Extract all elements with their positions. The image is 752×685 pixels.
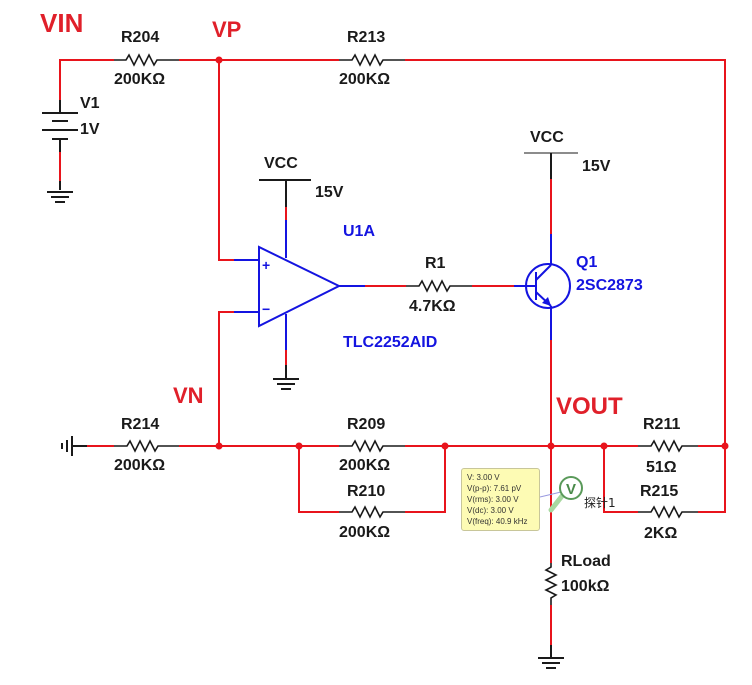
r215-name: R215 <box>640 483 678 500</box>
r209-value: 200KΩ <box>339 457 390 474</box>
opamp-vcc-value: 15V <box>315 184 344 201</box>
opamp-vcc-name: VCC <box>264 155 298 172</box>
r204-value: 200KΩ <box>114 71 165 88</box>
wire-r215-left[interactable] <box>603 446 638 513</box>
resistor-r211[interactable] <box>638 439 698 453</box>
resistor-rload[interactable] <box>544 563 558 605</box>
r210-name: R210 <box>347 483 385 500</box>
net-label-vn[interactable]: VN <box>173 383 204 408</box>
junction-vp <box>215 56 223 64</box>
r211-value: 51Ω <box>646 459 677 476</box>
ground-icon <box>538 657 564 669</box>
resistor-r204[interactable] <box>114 53 179 67</box>
probe-leader-line <box>539 491 562 498</box>
resistor-r210[interactable] <box>339 505 405 519</box>
wire-r210-left[interactable] <box>298 446 339 513</box>
battery-v1[interactable] <box>42 100 78 190</box>
probe-reading-vrms: V(rms): 3.00 V <box>467 495 519 504</box>
opamp-ref: U1A <box>343 223 375 240</box>
transistor-q1[interactable] <box>514 263 571 340</box>
opamp-part: TLC2252AID <box>343 334 437 351</box>
probe-reading-vpp: V(p-p): 7.61 pV <box>467 484 522 493</box>
wire-vn[interactable] <box>218 311 234 446</box>
net-label-vp[interactable]: VP <box>212 17 241 42</box>
net-label-vout[interactable]: VOUT <box>556 393 623 420</box>
r215-value: 2KΩ <box>644 525 677 542</box>
v1-name: V1 <box>80 95 100 112</box>
wire-r215-right[interactable] <box>698 446 726 513</box>
rload-value: 100kΩ <box>561 578 610 595</box>
junction-r209-right <box>441 442 449 450</box>
r211-name: R211 <box>643 416 680 433</box>
r214-value: 200KΩ <box>114 457 165 474</box>
r1-value: 4.7KΩ <box>409 298 456 315</box>
ground-icon <box>61 436 73 456</box>
probe-reading-vfreq: V(freq): 40.9 kHz <box>467 517 528 526</box>
v1-value: 1V <box>80 121 100 138</box>
transistor-part: 2SC2873 <box>576 277 643 294</box>
r209-name: R209 <box>347 416 385 433</box>
net-label-vin[interactable]: VIN <box>40 8 83 38</box>
opamp-vcc-supply[interactable] <box>259 179 311 258</box>
probe-reading-vdc: V(dc): 3.00 V <box>467 506 514 515</box>
r204-name: R204 <box>121 29 159 46</box>
probe-reading-v: V: 3.00 V <box>467 473 500 482</box>
resistor-r1[interactable] <box>406 279 472 293</box>
probe-icon-glyph: V <box>566 481 576 498</box>
r214-name: R214 <box>121 416 159 433</box>
transistor-vcc-supply[interactable] <box>524 152 578 265</box>
resistor-r213[interactable] <box>339 53 405 67</box>
rload-name: RLoad <box>561 553 611 570</box>
ground-icon <box>47 191 73 203</box>
transistor-vcc-value: 15V <box>582 158 611 175</box>
resistor-r215[interactable] <box>638 505 698 519</box>
opamp-minus-pin: − <box>262 301 270 317</box>
opamp-u1a[interactable] <box>234 245 365 378</box>
ground-icon <box>273 378 299 390</box>
wire-top[interactable] <box>59 59 726 446</box>
probe-readout[interactable]: V: 3.00 V V(p-p): 7.61 pV V(rms): 3.00 V… <box>461 468 540 531</box>
probe-name: 探针1 <box>584 496 616 510</box>
opamp-plus-pin: + <box>262 257 270 273</box>
r1-name: R1 <box>425 255 446 272</box>
transistor-ref: Q1 <box>576 254 597 271</box>
wire-r210-right[interactable] <box>405 446 446 513</box>
r213-name: R213 <box>347 29 385 46</box>
transistor-vcc-name: VCC <box>530 129 564 146</box>
r210-value: 200KΩ <box>339 524 390 541</box>
resistor-r214[interactable] <box>114 439 179 453</box>
resistor-r209[interactable] <box>339 439 405 453</box>
r213-value: 200KΩ <box>339 71 390 88</box>
junction-vn <box>215 442 223 450</box>
probe-icon[interactable]: V <box>548 476 583 513</box>
